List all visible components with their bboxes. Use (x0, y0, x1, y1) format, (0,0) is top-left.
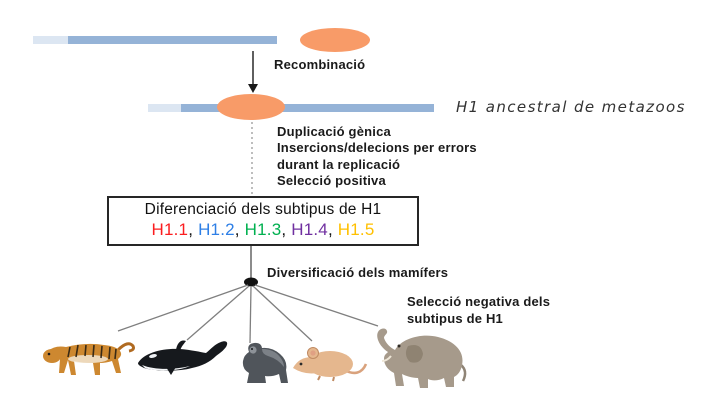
tiger-stripes (67, 344, 117, 360)
orca-body (138, 341, 228, 371)
subtype-box-title: Diferenciació dels subtipus de H1 (144, 201, 382, 218)
subtype-differentiation-box: Diferenciació dels subtipus de H1 H1.1, … (107, 196, 419, 246)
gene-bar2-light-segment (148, 104, 181, 112)
inserted-gene-ellipse (217, 94, 285, 120)
gorilla-image (242, 342, 288, 383)
mouse-head (293, 357, 317, 374)
elephant-eye (397, 344, 401, 348)
mouse-eye (299, 362, 303, 366)
mouse-image (293, 347, 368, 382)
lineage-line-orca (186, 285, 250, 341)
lineage-line-gorilla (249, 286, 252, 344)
lineage-line-elephant (254, 284, 379, 327)
mutation-line-4: Selecció positiva (277, 173, 386, 189)
elephant-image (377, 328, 467, 388)
orange-gene-ellipse (300, 28, 370, 52)
recombination-arrow-head (248, 84, 258, 93)
mutation-line-3: durant la replicació (277, 156, 401, 172)
tiger-eye (47, 352, 51, 356)
gene-bar1-light-segment (33, 36, 68, 44)
negative-selection-line1: Selecció negativa dels (407, 294, 551, 309)
mutation-line-1: Duplicació gènica (277, 124, 391, 139)
subtype-h1-5: H1.5 (337, 220, 375, 239)
elephant-ear (405, 345, 423, 363)
subtype-h1-1: H1.1 (151, 220, 189, 239)
mouse-feet (317, 375, 335, 382)
ancestral-h1-label: H1 ancestral de metazoos (456, 98, 686, 116)
gorilla-back-highlight (262, 349, 284, 367)
orca-image (138, 340, 228, 375)
gene-bar2-blue-segment (181, 104, 434, 112)
subtype-h1-3: H1.3 (244, 220, 282, 239)
gorilla-face (249, 346, 257, 354)
orca-eye-patch (149, 354, 157, 358)
divergence-dot (244, 277, 258, 287)
negative-selection-line2: subtipus de H1 (407, 311, 503, 326)
subtype-comma: , (234, 220, 245, 239)
diversification-label: Diversificació dels mamífers (267, 265, 449, 280)
recombination-label: Recombinació (274, 57, 366, 72)
mutation-events-text: Duplicació gènica Insercions/delecions p… (277, 124, 477, 190)
gorilla-eye (251, 348, 253, 350)
gene-bar1-blue-segment (68, 36, 277, 44)
mouse-inner-ear (310, 350, 316, 356)
tiger-image (43, 342, 135, 375)
lineage-line-tiger (117, 284, 249, 332)
tiger-head (43, 349, 61, 363)
subtype-comma: , (188, 220, 199, 239)
subtype-h1-2: H1.2 (198, 220, 235, 239)
elephant-tail (460, 364, 467, 382)
mutation-line-2: Insercions/delecions per errors (277, 140, 477, 156)
orca-belly (142, 365, 190, 371)
lineage-line-mouse (252, 285, 313, 342)
lineage-lines (117, 284, 379, 344)
elephant-tusk (381, 355, 392, 362)
tiger-belly (68, 355, 108, 363)
subtype-h1-4: H1.4 (291, 220, 328, 239)
subtype-comma: , (281, 220, 292, 239)
negative-selection-label: Selecció negativa dels subtipus de H1 (407, 293, 550, 327)
mouse-body (307, 351, 353, 377)
orca-dorsal-fin (176, 340, 186, 351)
subtype-list: H1.1, H1.2, H1.3, H1.4, H1.5 (109, 220, 417, 240)
orca-flipper (166, 367, 176, 375)
subtype-comma: , (327, 220, 338, 239)
tiger-tail (116, 342, 135, 353)
